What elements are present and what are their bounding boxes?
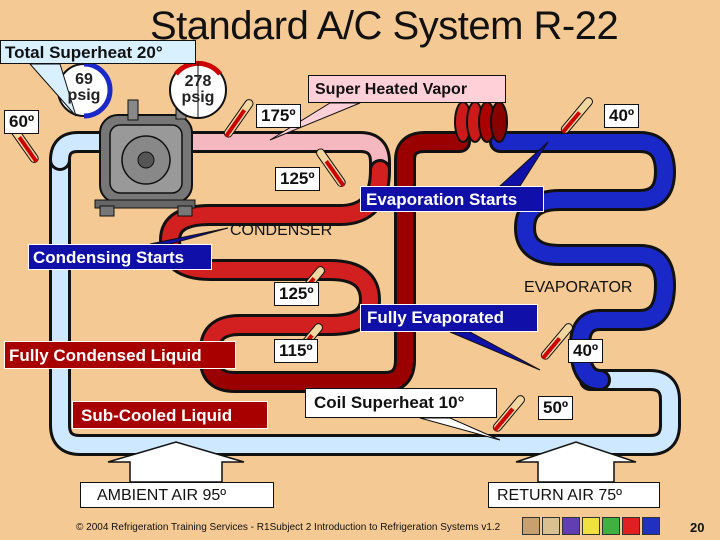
copyright-footer: © 2004 Refrigeration Training Services -… bbox=[76, 522, 501, 533]
next-icon[interactable] bbox=[602, 517, 620, 535]
thermometer-evap-outlet bbox=[492, 395, 525, 432]
page-number: 20 bbox=[690, 520, 705, 535]
compressor bbox=[94, 94, 196, 217]
document-icon[interactable] bbox=[542, 517, 560, 535]
evaporator-label: EVAPORATOR bbox=[524, 279, 633, 296]
sub-cooled-liquid-callout: Sub-Cooled Liquid bbox=[72, 401, 268, 429]
low-gauge-unit: psig bbox=[67, 87, 101, 104]
thermometer-suction bbox=[9, 124, 39, 163]
temp-liquid: 115º bbox=[274, 339, 318, 363]
high-gauge-unit: psig bbox=[181, 89, 215, 106]
high-gauge-readout: 278 psig bbox=[174, 74, 222, 106]
callout-pointers bbox=[28, 63, 549, 441]
ambient-air-label: AMBIENT AIR 95º bbox=[80, 482, 274, 508]
temp-condenser-mid: 125º bbox=[275, 167, 320, 191]
return-air-arrow bbox=[515, 441, 637, 483]
condenser-coil bbox=[159, 159, 391, 371]
liquid-line bbox=[199, 131, 471, 393]
last-icon[interactable] bbox=[622, 517, 640, 535]
return-air-label: RETURN AIR 75º bbox=[488, 482, 660, 508]
condensing-starts-callout: Condensing Starts bbox=[28, 244, 212, 270]
return-icon[interactable] bbox=[562, 517, 580, 535]
temp-evap-inlet: 40º bbox=[604, 104, 640, 128]
high-gauge-value: 278 bbox=[184, 73, 212, 90]
thermometer-evap-mid bbox=[540, 323, 573, 360]
low-gauge-value: 69 bbox=[75, 71, 93, 88]
previous-icon[interactable] bbox=[582, 517, 600, 535]
super-heated-vapor-callout: Super Heated Vapor bbox=[308, 75, 506, 103]
thermometer-condenser-mid bbox=[316, 148, 346, 187]
evaporator-coil bbox=[489, 131, 676, 391]
low-gauge-readout: 69 psig bbox=[60, 72, 108, 104]
suction-line bbox=[49, 131, 681, 456]
condenser-label: CONDENSER bbox=[230, 222, 333, 239]
fully-evaporated-callout: Fully Evaporated bbox=[360, 304, 538, 332]
ambient-air-arrow bbox=[107, 441, 245, 483]
home-icon[interactable] bbox=[522, 517, 540, 535]
coil-superheat-callout: Coil Superheat 10° bbox=[305, 388, 497, 418]
temp-suction-line: 60º bbox=[4, 110, 40, 134]
total-superheat-callout: Total Superheat 20° bbox=[0, 40, 196, 64]
thermometer-evap-inlet bbox=[560, 97, 593, 134]
thermometer-discharge bbox=[223, 99, 254, 138]
discharge-line bbox=[164, 131, 391, 181]
temp-condenser-low: 125º bbox=[274, 282, 319, 306]
temp-discharge: 175º bbox=[256, 104, 301, 128]
temp-evap-mid: 40º bbox=[568, 339, 604, 363]
close-icon[interactable] bbox=[642, 517, 660, 535]
page-title: Standard A/C System R-22 bbox=[150, 4, 619, 48]
temp-evap-outlet: 50º bbox=[538, 396, 574, 420]
high-pressure-gauge bbox=[169, 60, 227, 119]
evaporation-starts-callout: Evaporation Starts bbox=[360, 186, 544, 212]
metering-coil bbox=[454, 101, 508, 143]
fully-condensed-liquid-callout: Fully Condensed Liquid bbox=[4, 341, 236, 369]
